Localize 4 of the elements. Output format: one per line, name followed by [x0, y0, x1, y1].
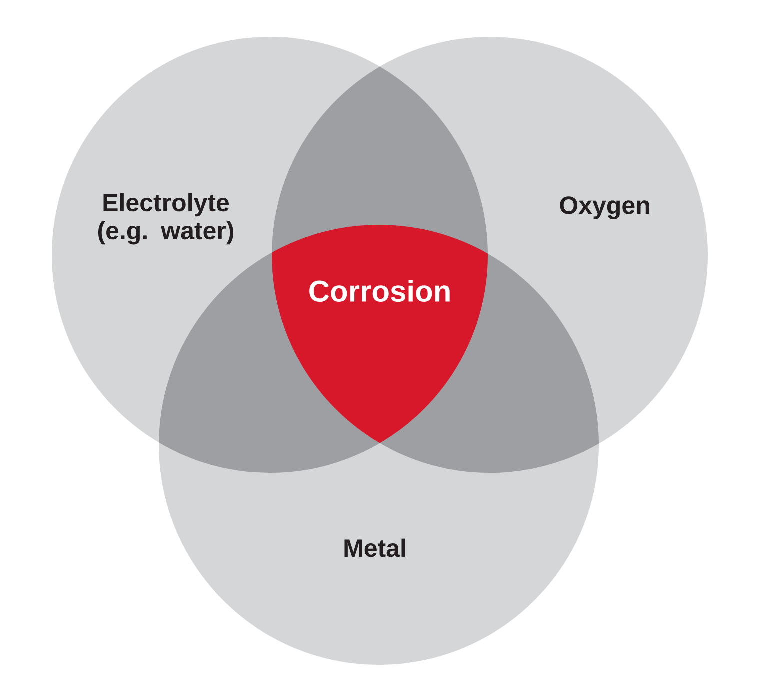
circle-label: Oxygen [560, 196, 650, 220]
circle-label: Metal [344, 538, 406, 558]
circle-label: Electrolyte (e.g. water) [98, 193, 234, 245]
region-label: Corrosion [310, 280, 450, 302]
